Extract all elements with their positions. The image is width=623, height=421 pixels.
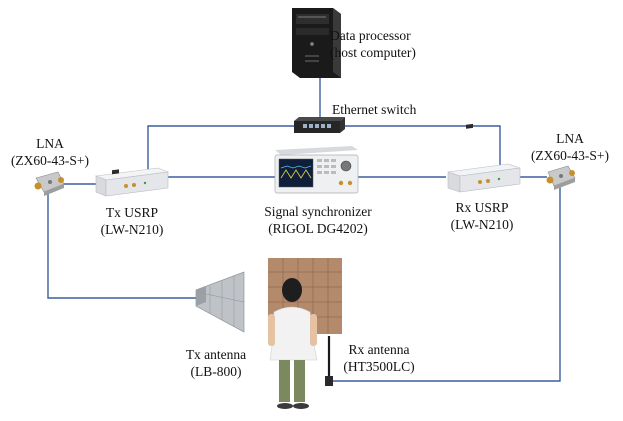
label-lna-left-name: LNA [36,136,64,151]
cable-connections [47,78,561,382]
label-lna-right-model: (ZX60-43-S+) [530,148,610,163]
label-rx-usrp-model: (LW-N210) [450,217,514,232]
lna-right-icon [546,165,576,190]
label-tx-usrp: Tx USRP (LW-N210) [82,204,182,238]
label-tx-antenna: Tx antenna (LB-800) [166,346,266,380]
label-data-processor-name: Data processor [330,28,411,43]
label-signal-synchronizer-name: Signal synchronizer [264,204,372,219]
cable-lna-to-tx-antenna [47,190,196,299]
label-rx-antenna: Rx antenna (HT3500LC) [324,341,434,375]
label-ethernet-switch: Ethernet switch [332,101,472,118]
cable-switch-to-rx-usrp [345,125,501,165]
label-ethernet-switch-name: Ethernet switch [332,102,417,117]
ethernet-switch-icon [294,117,345,133]
tx-horn-antenna-icon [195,271,245,333]
host-computer-icon [292,8,341,78]
label-rx-antenna-model: (HT3500LC) [343,359,415,374]
cable-switch-to-tx-usrp [147,125,294,170]
label-tx-usrp-model: (LW-N210) [100,222,164,237]
label-lna-right: LNA (ZX60-43-S+) [520,130,620,164]
person-figure [268,278,318,409]
signal-synchronizer-icon [274,146,359,194]
tx-usrp-icon [94,167,170,197]
rx-antenna-icon [325,336,333,386]
label-signal-synchronizer: Signal synchronizer (RIGOL DG4202) [238,203,398,237]
label-lna-right-name: LNA [556,131,584,146]
label-rx-antenna-name: Rx antenna [348,342,410,357]
label-signal-synchronizer-model: (RIGOL DG4202) [268,221,368,236]
label-rx-usrp: Rx USRP (LW-N210) [432,199,532,233]
label-data-processor: Data processor (host computer) [330,27,480,61]
label-tx-usrp-name: Tx USRP [105,205,159,220]
label-lna-left: LNA (ZX60-43-S+) [0,135,100,169]
label-lna-left-model: (ZX60-43-S+) [10,153,90,168]
label-tx-antenna-model: (LB-800) [190,364,242,379]
label-rx-usrp-name: Rx USRP [455,200,509,215]
rx-usrp-icon [447,123,521,193]
label-tx-antenna-name: Tx antenna [185,347,247,362]
lna-left-icon [34,171,65,196]
label-data-processor-model: (host computer) [330,45,416,60]
cable-lna-to-rx-antenna [333,183,561,382]
